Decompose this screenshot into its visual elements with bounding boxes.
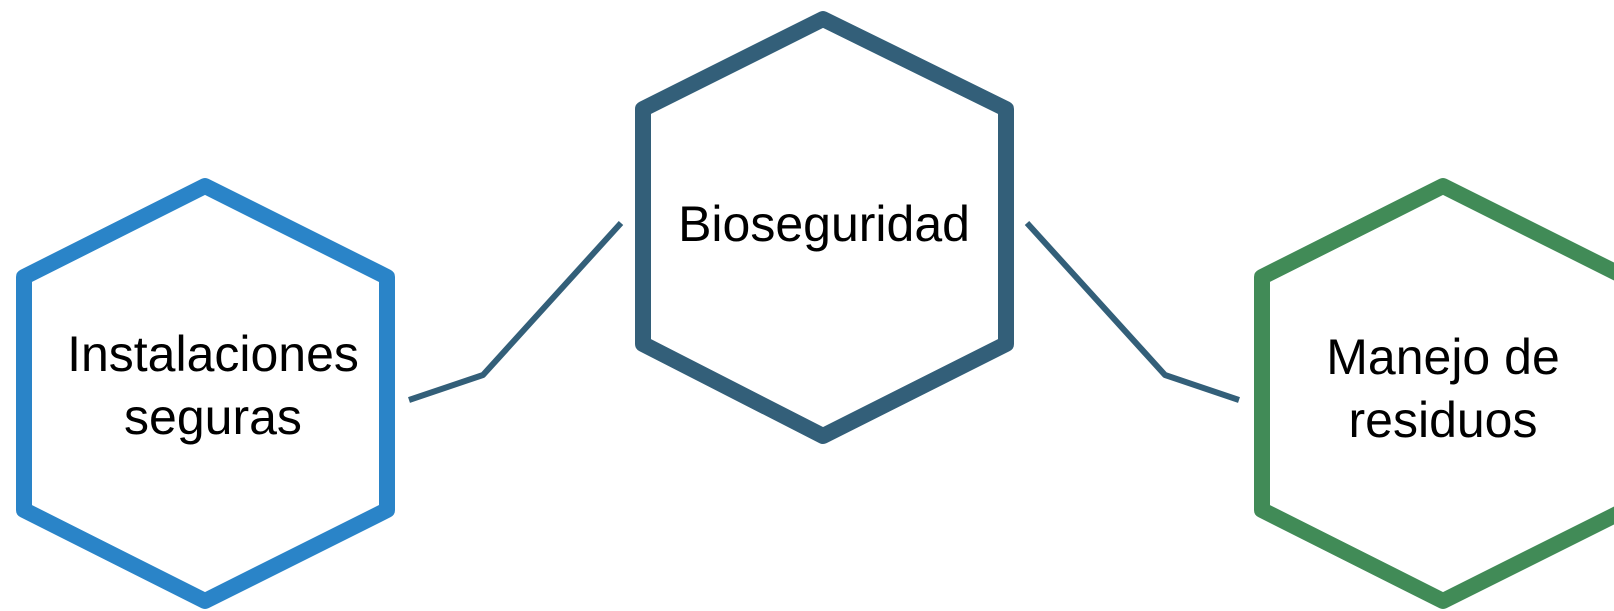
hexagon-instalaciones-outline [16,178,395,609]
hexagon-instalaciones-label-line-1: Instalaciones [67,326,359,382]
hexagon-bioseguridad-outline [635,11,1014,444]
hexagon-residuos-label-line-2: residuos [1349,392,1538,448]
hexagon-manejo-de-residuos: Manejo de residuos [1254,178,1614,609]
hexagon-instalaciones-label-line-2: seguras [124,389,302,445]
hexagon-residuos-label-line-1: Manejo de [1326,329,1560,385]
hexagon-bioseguridad-label: Bioseguridad [678,196,970,252]
hexagon-bioseguridad: Bioseguridad [635,11,1014,444]
hexagon-instalaciones-seguras: Instalaciones seguras [16,178,395,609]
connector-left [408,220,624,403]
connector-right [1024,220,1240,403]
hexagon-residuos-outline [1254,178,1614,609]
